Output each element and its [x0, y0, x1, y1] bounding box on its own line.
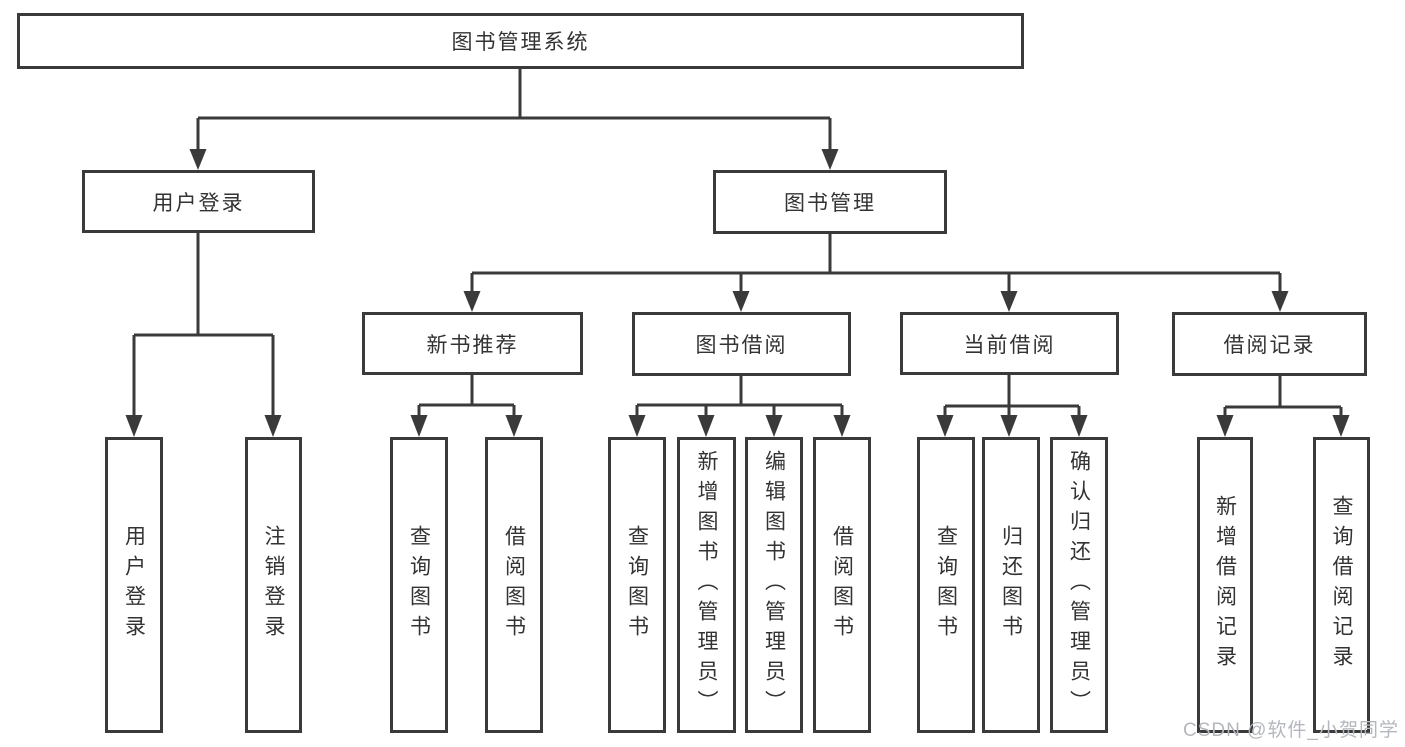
node-label: 借阅图书 — [502, 525, 526, 645]
node-borrow-records: 借阅记录 — [1172, 312, 1367, 376]
node-book-management: 图书管理 — [713, 170, 947, 234]
node-label: 编辑图书（管理员） — [762, 450, 786, 720]
node-library-management-system: 图书管理系统 — [17, 13, 1024, 69]
node-current-borrowing: 当前借阅 — [900, 312, 1119, 375]
leaf-edit-books-admin: 编辑图书（管理员） — [745, 437, 803, 733]
node-label: 新书推荐 — [426, 333, 519, 357]
leaf-return-books: 归还图书 — [982, 437, 1040, 733]
node-label: 查询图书 — [407, 525, 431, 645]
node-label: 用户登录 — [152, 191, 245, 215]
node-label: 新增图书（管理员） — [695, 450, 718, 720]
leaf-borrow-books-recommend: 借阅图书 — [485, 437, 543, 733]
arrowheads — [125, 149, 1350, 437]
node-label: 图书借阅 — [695, 334, 788, 357]
node-new-book-recommend: 新书推荐 — [362, 312, 583, 375]
node-label: 借阅图书 — [830, 525, 854, 645]
node-label: 注销登录 — [262, 525, 285, 645]
node-label: 查询图书 — [625, 525, 649, 645]
node-label: 查询借阅记录 — [1330, 495, 1353, 675]
node-label: 归还图书 — [999, 525, 1023, 645]
node-label: 用户登录 — [122, 525, 146, 645]
leaf-query-borrow-record: 查询借阅记录 — [1313, 437, 1370, 733]
node-label: 查询图书 — [934, 525, 958, 645]
leaf-user-login: 用户登录 — [105, 437, 163, 733]
leaf-query-books-current: 查询图书 — [917, 437, 975, 733]
node-label: 借阅记录 — [1223, 334, 1316, 357]
node-label: 确认归还（管理员） — [1067, 450, 1091, 720]
leaf-borrow-books: 借阅图书 — [813, 437, 871, 733]
node-label: 图书管理 — [784, 192, 876, 215]
node-label: 当前借阅 — [963, 333, 1056, 357]
leaf-confirm-return-admin: 确认归还（管理员） — [1050, 437, 1108, 733]
leaf-add-books-admin: 新增图书（管理员） — [677, 437, 736, 733]
leaf-add-borrow-record: 新增借阅记录 — [1197, 437, 1253, 733]
node-user-login: 用户登录 — [82, 170, 315, 233]
csdn-watermark: CSDN @软件_小贺同学 — [1183, 720, 1399, 741]
leaf-query-books-recommend: 查询图书 — [390, 437, 448, 733]
node-label: 图书管理系统 — [451, 31, 590, 54]
leaf-logout: 注销登录 — [245, 437, 302, 733]
node-label: 新增借阅记录 — [1213, 495, 1237, 675]
node-book-borrowing: 图书借阅 — [632, 312, 851, 376]
leaf-query-books-borrowing: 查询图书 — [608, 437, 666, 733]
